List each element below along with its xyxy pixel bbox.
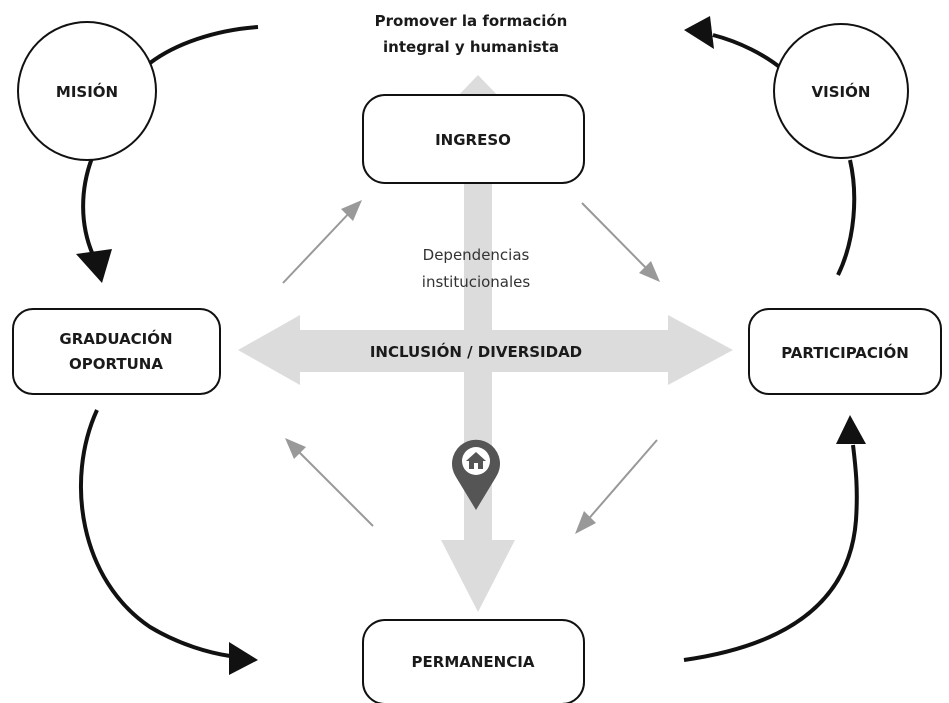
cycle-arrow-mision-to-graduacion xyxy=(76,157,112,283)
diagonal-arrow-to-permanencia xyxy=(575,439,658,534)
cycle-arrow-mision-start xyxy=(148,25,259,65)
cycle-arrow-permanencia-to-participacion xyxy=(683,415,866,662)
graduacion-label-line1: GRADUACIÓN xyxy=(59,329,172,348)
ingreso-node: INGRESO xyxy=(362,94,585,184)
mision-node: MISIÓN xyxy=(17,21,157,161)
dependencies-label-line1: Dependencias xyxy=(423,246,530,264)
vision-node: VISIÓN xyxy=(773,23,909,159)
cycle-arrow-graduacion-to-permanencia xyxy=(79,409,258,675)
diagonal-arrow-to-graduacion xyxy=(285,438,374,527)
graduacion-label-line2: OPORTUNA xyxy=(69,355,163,373)
top-text-line1: Promover la formación xyxy=(375,12,568,30)
permanencia-node: PERMANENCIA xyxy=(362,619,585,703)
vision-label: VISIÓN xyxy=(812,82,871,101)
permanencia-label: PERMANENCIA xyxy=(412,653,535,671)
participacion-label: PARTICIPACIÓN xyxy=(781,343,909,362)
diagonal-arrow-to-participacion xyxy=(581,202,660,282)
cycle-arrow-participacion-to-vision xyxy=(836,159,857,276)
mision-label: MISIÓN xyxy=(56,82,118,101)
top-text-line2: integral y humanista xyxy=(383,38,559,56)
home-location-pin-icon xyxy=(452,439,501,510)
graduacion-node: GRADUACIÓN OPORTUNA xyxy=(12,308,221,395)
inclusion-diversity-label: INCLUSIÓN / DIVERSIDAD xyxy=(370,342,582,361)
dependencies-label-line2: institucionales xyxy=(422,273,531,291)
inclusion-diversity-arrow xyxy=(238,315,733,385)
ingreso-label: INGRESO xyxy=(435,131,511,149)
diagonal-arrow-to-ingreso xyxy=(282,200,362,284)
cycle-arrow-vision-to-top xyxy=(684,16,784,71)
participacion-node: PARTICIPACIÓN xyxy=(748,308,942,395)
